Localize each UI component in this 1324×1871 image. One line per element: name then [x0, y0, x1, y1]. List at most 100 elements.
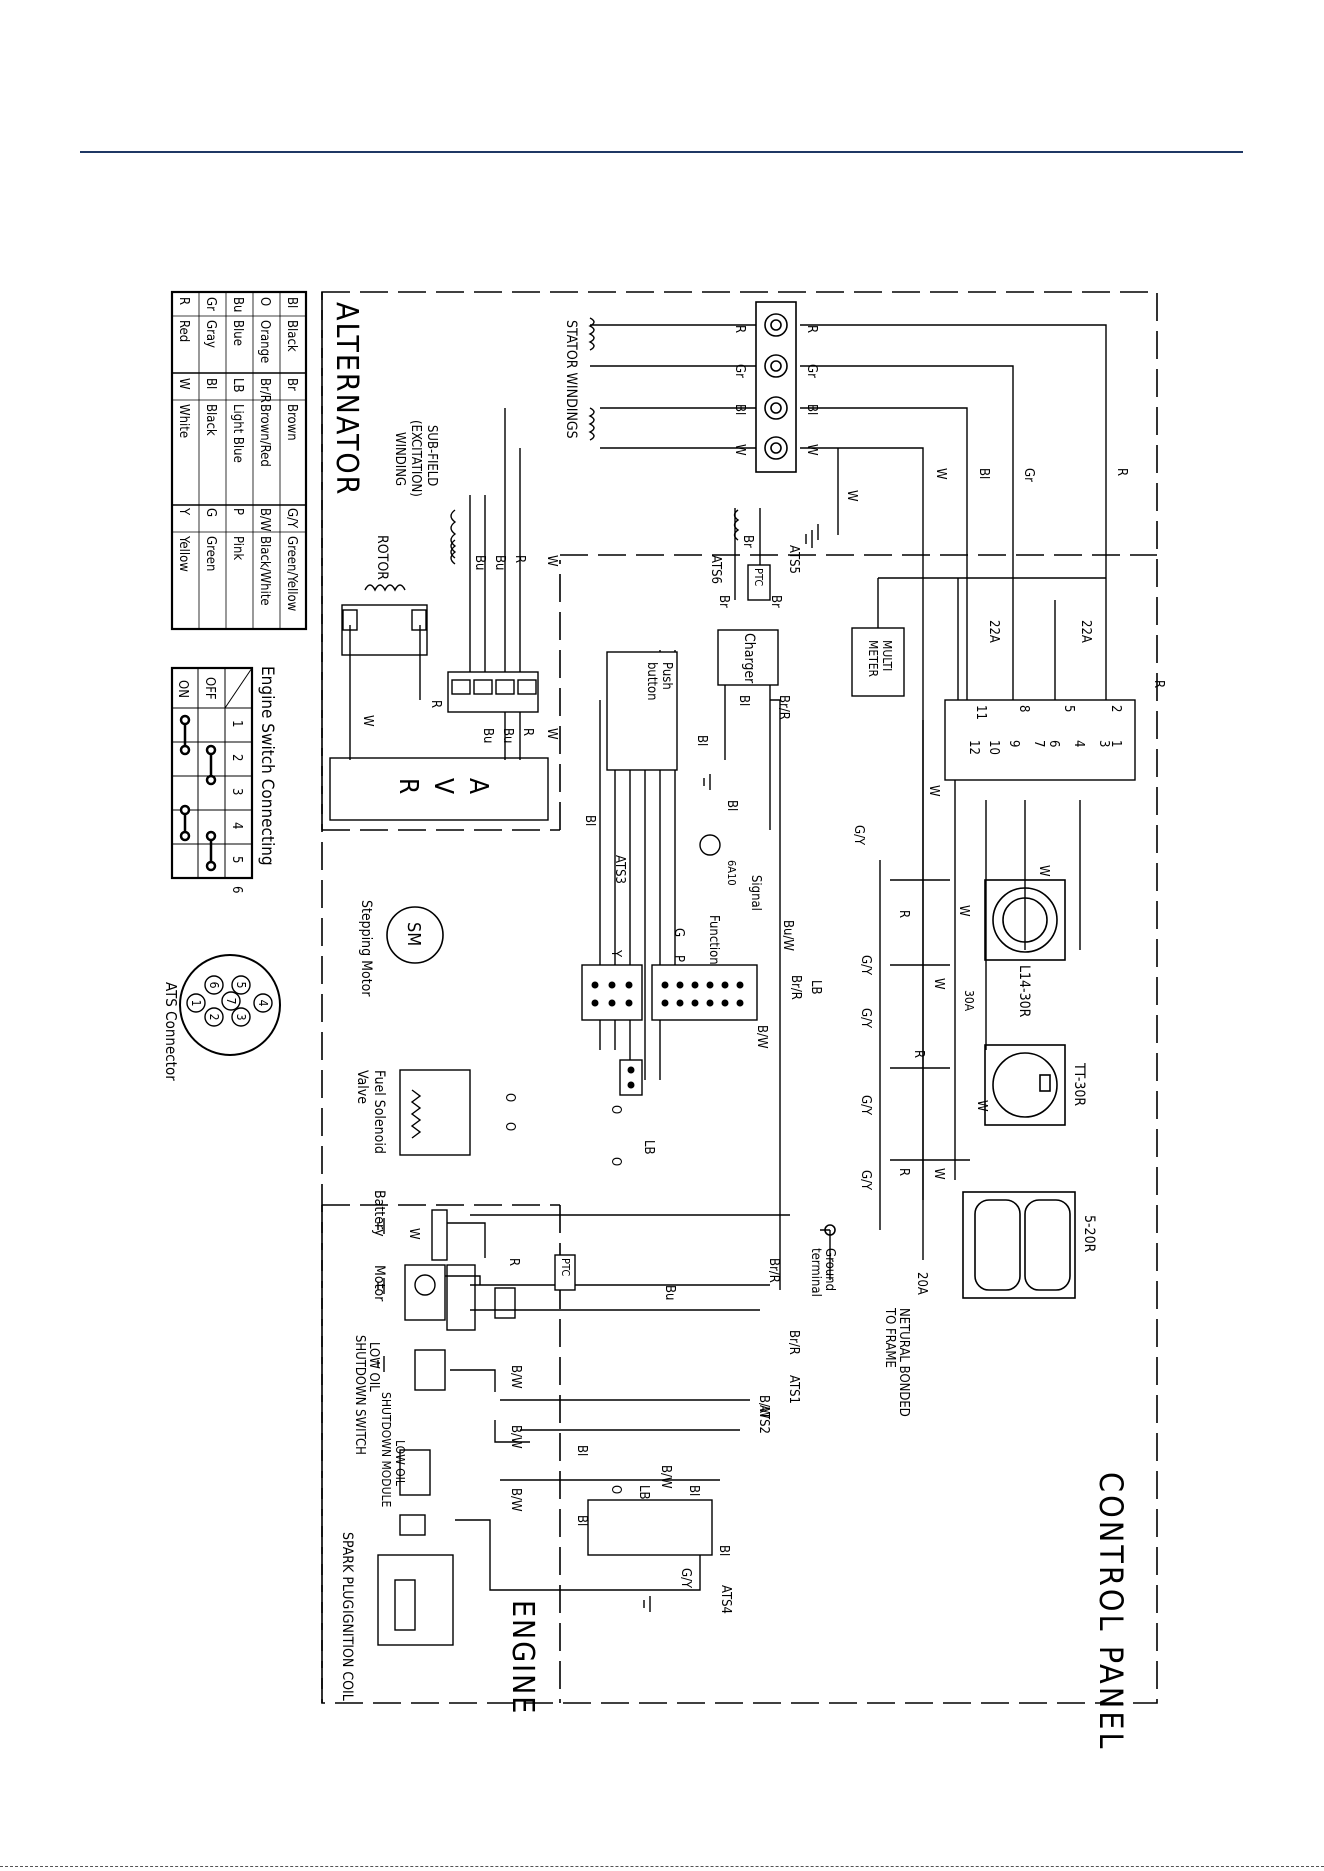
- ground-terminal-symbol: [824, 1224, 836, 1236]
- stator-terminal: [770, 319, 782, 331]
- ats-connector-body: [179, 954, 281, 1056]
- ptc-box: [747, 564, 771, 601]
- wire-label-w: W: [974, 1100, 989, 1112]
- ground-icon: [703, 774, 711, 790]
- wire-label-bl: Bl: [574, 1445, 589, 1456]
- ats5-label: ATS5: [786, 545, 801, 574]
- charger-coil: [733, 509, 740, 541]
- wire-label-br: Br: [740, 535, 755, 548]
- wire-stator-gr: [800, 365, 1014, 720]
- ats4-label: ATS4: [718, 1585, 733, 1614]
- stepping-motor-symbol: [386, 906, 444, 964]
- stator-terminal-label: Gr: [732, 364, 747, 378]
- connector-pins: [591, 981, 744, 1089]
- neutral-bonded-label: TO FRAME: [882, 1307, 897, 1368]
- wire-label-gy: G/Y: [858, 1008, 873, 1029]
- stator-terminal-label: R: [804, 325, 819, 333]
- avr-label-a: A: [463, 778, 493, 794]
- wire-charger-brr: [770, 699, 781, 1290]
- connector-pin: [736, 999, 744, 1007]
- legend-name: Green: [203, 536, 218, 571]
- brush-terminal-strip: [447, 671, 539, 713]
- wire-color-labels: W W Bl Gr R R W R Bu Bu W R Bu Bu W R Br…: [360, 468, 1166, 1589]
- battery-symbol: [431, 1209, 448, 1261]
- wire-ground-gy: [879, 860, 970, 1230]
- wiring: [329, 324, 1107, 1591]
- wire-label-gy: G/Y: [678, 1568, 693, 1589]
- panel-terminal-label: 3: [1096, 740, 1111, 747]
- fuel-solenoid-label: Valve: [354, 1070, 370, 1104]
- switch-contact: [205, 830, 217, 842]
- push-button-label: button: [644, 662, 659, 701]
- panel-block-body: [944, 699, 1136, 781]
- r520-outlet: [974, 1199, 1021, 1291]
- breaker-20a-label: 20A: [914, 1272, 929, 1295]
- push-button-label: Push: [659, 662, 674, 690]
- ats-pin: [231, 975, 251, 995]
- wire-label-bl: Bl: [724, 800, 739, 811]
- signal-label: Signal: [748, 875, 763, 911]
- wire-panel: [877, 577, 1106, 720]
- stator-terminal-label: R: [732, 325, 747, 333]
- legend-code: W: [176, 378, 191, 390]
- legend-code: Y: [176, 507, 191, 516]
- panel-terminal-label: 4: [1071, 740, 1086, 747]
- switch-col: 5: [229, 856, 244, 863]
- stator-windings-coil: [588, 317, 595, 441]
- wire-label-o: O: [608, 1157, 623, 1166]
- legend-code: Gr: [203, 297, 218, 311]
- wire-label-o: O: [502, 1122, 517, 1131]
- wire-label-r: R: [1114, 468, 1129, 476]
- ptc-label: PTC: [752, 568, 765, 586]
- connector-pin: [591, 999, 599, 1007]
- wire-label-lb: LB: [808, 980, 823, 995]
- breaker-30a-label: 30A: [962, 990, 976, 1012]
- wire-label-r: R: [896, 1168, 911, 1176]
- brush-terminal: [451, 679, 471, 695]
- ptc-engine-box: [554, 1254, 576, 1291]
- switch-col: 3: [229, 788, 244, 795]
- stepping-motor-sm: SM: [403, 922, 424, 946]
- breaker-22a-label: 22A: [1078, 620, 1093, 643]
- ignition-coil-box: [377, 1554, 454, 1646]
- wire-label-brr: Br/R: [788, 975, 803, 1000]
- wire-stator-bl: [800, 407, 968, 720]
- brush-terminal: [495, 679, 515, 695]
- connector-pin: [721, 981, 729, 989]
- control-connectors: [581, 964, 758, 1096]
- rotor-brush: [411, 609, 427, 631]
- tt30-slot: [1039, 1074, 1051, 1092]
- ground-icon: [377, 1218, 385, 1234]
- legend-code: LB: [230, 378, 245, 393]
- wire-label-w: W: [844, 490, 859, 502]
- wire-label-w: W: [1036, 865, 1051, 877]
- switch-contact: [179, 830, 191, 842]
- ats-connector-label: ATS Connector: [162, 982, 180, 1081]
- function-label: Function: [706, 915, 721, 965]
- switch-col: 1: [229, 720, 244, 727]
- l14-face-inner: [1002, 897, 1048, 943]
- legend-name: Red: [176, 320, 191, 342]
- connector-pin: [627, 1081, 635, 1089]
- panel-terminal-label: 8: [1016, 705, 1031, 712]
- wire-label-o: O: [608, 1105, 623, 1114]
- wire-label-r: R: [428, 700, 443, 708]
- wire-label-br: Br: [768, 595, 783, 608]
- wire-engine: [445, 1222, 530, 1443]
- connector-pin: [736, 981, 744, 989]
- legend-name: Orange: [257, 320, 272, 363]
- wire-label-brr: Br/R: [776, 695, 791, 720]
- wire-bundle: [599, 650, 676, 1080]
- ats-pin-label: 6: [207, 982, 221, 989]
- header-rule: [80, 151, 1243, 153]
- rotor: [341, 584, 428, 656]
- fuse-label: 6A10: [725, 860, 738, 886]
- wire-subfield-2: [469, 495, 486, 700]
- legend-code: Br: [284, 378, 299, 391]
- wire-label-w: W: [360, 715, 375, 727]
- wire-label-bw: B/W: [508, 1488, 523, 1512]
- panel-terminal-label: 11: [973, 705, 988, 720]
- low-oil-module-label: SHUTDOWN MODULE: [379, 1392, 393, 1508]
- panel-terminal-label: 7: [1031, 740, 1046, 747]
